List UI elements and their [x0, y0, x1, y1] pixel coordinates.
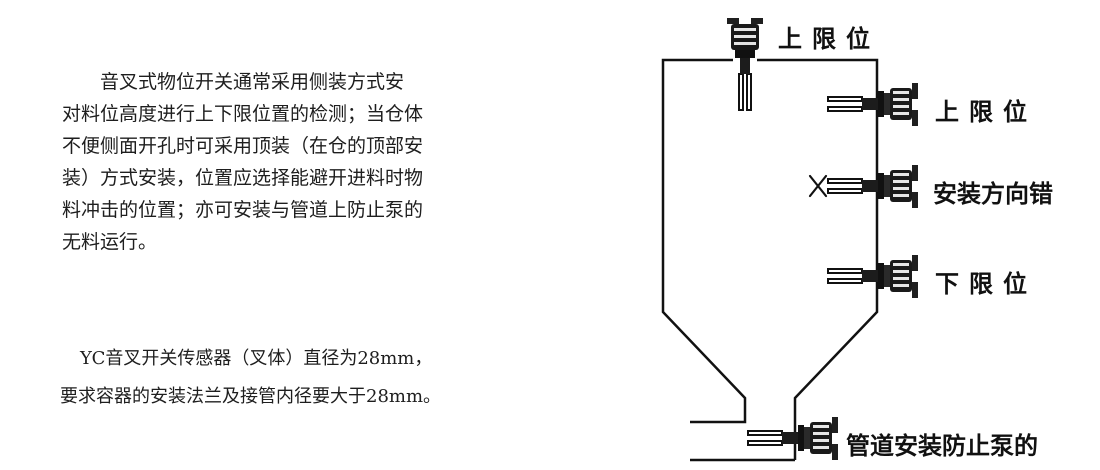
top-mount-switch	[726, 17, 764, 111]
intro-line: 对料位高度进行上下限位置的检测；当仓体	[62, 103, 424, 125]
label-lower-limit: 下限位	[935, 270, 1037, 298]
spec-line: 要求容器的安装法兰及接管内径要大于28mm。	[60, 386, 442, 407]
spec-paragraph: YC音叉开关传感器（叉体）直径为28mm， 要求容器的安装法兰及接管内径要大于2…	[60, 340, 441, 416]
intro-line: 音叉式物位开关通常采用侧装方式安	[100, 71, 405, 93]
label-upper-limit: 上限位	[935, 98, 1037, 126]
intro-line: 料冲击的位置；亦可安装与管道上防止泵的	[62, 199, 424, 221]
label-wrong-direction: 安装方向错	[933, 180, 1053, 208]
upper-limit-switch	[827, 82, 919, 127]
label-top-mount: 上限位	[778, 25, 880, 53]
silo-outline	[661, 58, 879, 462]
lower-limit-switch	[827, 254, 919, 299]
intro-line: 无料运行。	[62, 231, 158, 253]
wrong-direction-switch	[827, 164, 919, 209]
label-pipe-mount: 管道安装防止泵的	[846, 432, 1038, 460]
wrong-mark-icon	[808, 174, 828, 198]
pipe-mount-switch	[747, 416, 839, 461]
intro-line: 不便侧面开孔时可采用顶装（在仓的顶部安	[62, 135, 424, 157]
intro-line: 装）方式安装，位置应选择能避开进料时物	[62, 167, 424, 189]
spec-line: YC音叉开关传感器（叉体）直径为28mm，	[80, 348, 433, 369]
intro-paragraph: 音叉式物位开关通常采用侧装方式安 对料位高度进行上下限位置的检测；当仓体 不便侧…	[62, 66, 492, 258]
